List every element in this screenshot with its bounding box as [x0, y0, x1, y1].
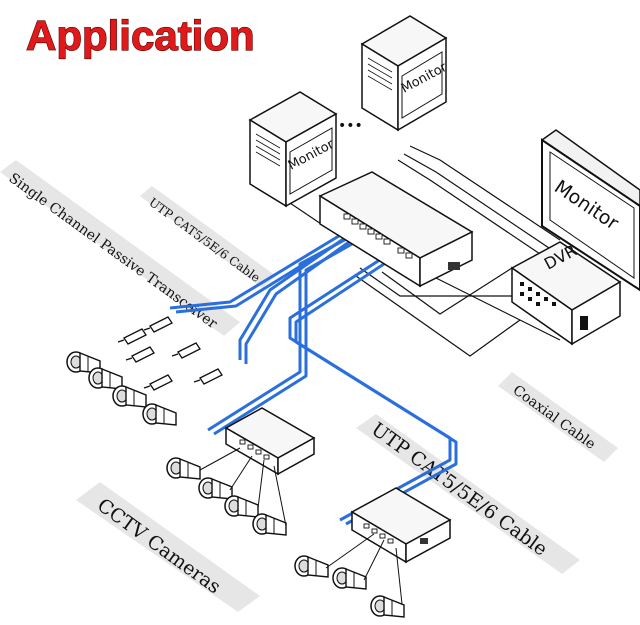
cctv-cameras-label: CCTV Cameras	[93, 494, 225, 598]
monitor-ellipsis: •••	[338, 118, 363, 134]
coaxial-cable-label: Coaxial Cable	[510, 382, 599, 453]
monitor-2: Monitor	[360, 15, 450, 132]
camera-group-middle	[166, 457, 287, 536]
camera-cables	[199, 447, 403, 605]
bottom-hub	[350, 487, 452, 564]
passive-transceiver-label: Single Channel Passive Transceiver	[6, 170, 221, 332]
main-hub	[318, 171, 474, 288]
monitor-1: Monitor	[248, 91, 338, 208]
utp-cables	[169, 224, 458, 526]
camera-group-left	[66, 351, 177, 426]
monitor-3: Monitor	[540, 129, 640, 292]
middle-hub	[224, 407, 316, 476]
coaxial-cable-band: Coaxial Cable	[498, 372, 618, 462]
page-title: Application	[26, 12, 255, 59]
camera-group-bottom	[294, 555, 405, 618]
dvr: DVR	[510, 241, 622, 346]
